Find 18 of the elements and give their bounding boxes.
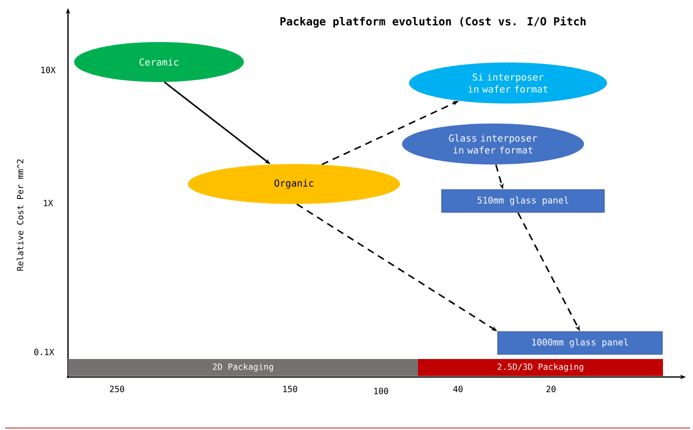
tick-label: 0.1X	[34, 348, 54, 356]
process-box: 1000mm glass panel	[497, 331, 663, 355]
tick-label: 40	[453, 386, 463, 392]
title: Package platform evolution (Cost vs. I/O Pitch	[280, 16, 586, 28]
ellipse-node: Ceramic	[74, 42, 244, 82]
tick-label: 10X	[41, 66, 56, 74]
ellipse-node: Organic	[188, 164, 400, 204]
ellipse-node: Si interposer in wafer format	[409, 62, 607, 104]
band: 2D Packaging	[68, 358, 418, 376]
axis-title: Relative Cost Per mm^2	[16, 159, 24, 271]
ellipse-node: Glass interposer in wafer format	[402, 124, 584, 164]
process-box: 510mm glass panel	[441, 189, 605, 213]
tick-label: 100	[374, 388, 388, 394]
tick-label: 150	[283, 386, 298, 392]
band: 2.5D/3D Packaging	[418, 358, 663, 376]
tick-label: 250	[110, 386, 124, 392]
tick-label: 20	[546, 386, 556, 392]
tick-label: 1X	[44, 200, 54, 206]
